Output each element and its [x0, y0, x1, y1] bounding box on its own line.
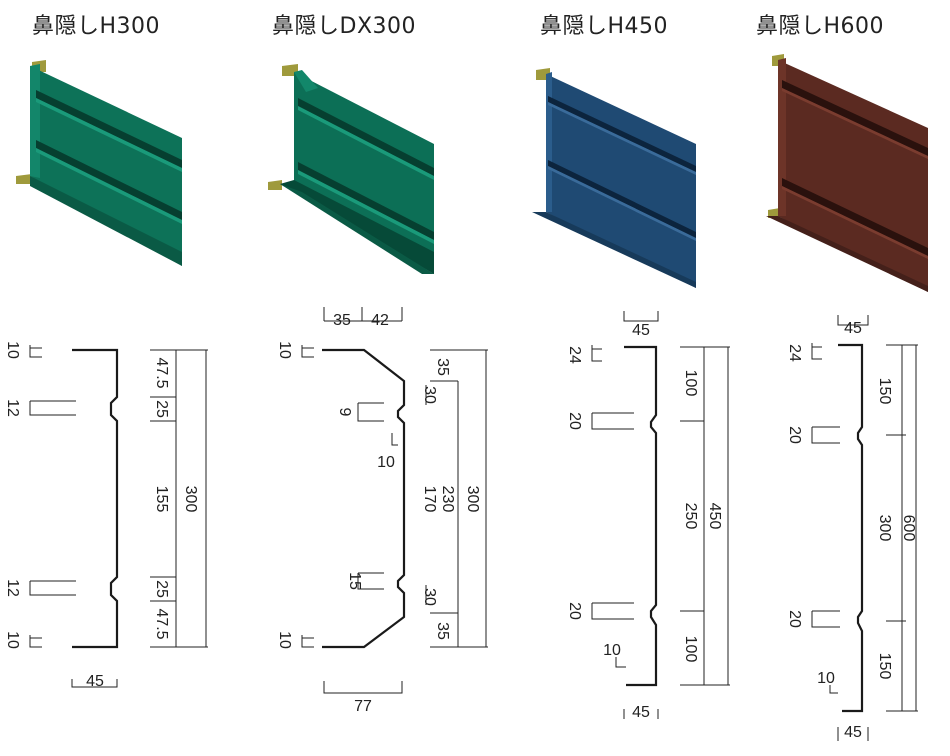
dim-width: 45: [86, 673, 104, 690]
dim-groove2: 20: [786, 610, 803, 628]
dim-groove-lower: 15: [346, 572, 363, 590]
dim-hem: 10: [817, 670, 835, 687]
section-dx300: 35 42 10 9 10 15 10 35 30 170 230 300 30…: [276, 307, 488, 715]
dim-top-tab: 24: [786, 344, 803, 362]
product-title-h300: 鼻隠しH300: [32, 14, 161, 39]
dim-seg-top: 100: [682, 370, 699, 397]
dim-seg-bottom: 150: [876, 653, 893, 680]
section-h600: 45 24 20 20 10 150 300 150 600 45: [786, 315, 918, 741]
dim-seg-top: 47.5: [153, 357, 170, 388]
dim-groove1: 12: [4, 399, 21, 417]
product-title-dx300: 鼻隠しDX300: [272, 14, 417, 39]
dim-seg-top: 150: [876, 378, 893, 405]
dim-bottom-width: 77: [354, 698, 372, 715]
product-title-h600: 鼻隠しH600: [756, 14, 885, 39]
dim-seg-groove2: 25: [153, 580, 170, 598]
dim-top-tab: 10: [4, 341, 21, 359]
dim-chamfer-bottom: 30: [421, 588, 438, 606]
dim-seg-bottom: 35: [434, 622, 451, 640]
dim-seg-mid: 300: [876, 515, 893, 542]
dim-mid: 230: [439, 486, 456, 513]
dim-seg-bottom: 100: [682, 636, 699, 663]
dim-bottom-width: 45: [632, 704, 650, 721]
dim-top-w2: 42: [371, 312, 389, 329]
panel-3d-h600: [766, 54, 928, 292]
dim-hem: 10: [603, 642, 621, 659]
dim-seg-top: 35: [434, 358, 451, 376]
dim-total: 600: [900, 515, 917, 542]
dim-seg-groove1: 25: [153, 400, 170, 418]
dim-seg-bottom: 47.5: [153, 608, 170, 639]
dim-total: 300: [182, 486, 199, 513]
dim-groove2: 12: [4, 579, 21, 597]
dim-top-tab: 24: [566, 346, 583, 364]
dim-total: 450: [706, 503, 723, 530]
dim-bottom-width: 45: [844, 724, 862, 741]
dim-step: 10: [377, 454, 395, 471]
dim-groove1: 20: [566, 412, 583, 430]
section-h300: 10 12 12 10 47.5 25 155 25 47.5 300 45: [4, 341, 208, 690]
section-h450: 45 24 20 20 10 100 250 100 450 45: [566, 311, 730, 721]
dim-seg-mid: 155: [153, 486, 170, 513]
dim-seg-mid: 250: [682, 503, 699, 530]
dim-chamfer-top: 30: [421, 386, 438, 404]
dim-top-width: 45: [632, 322, 650, 339]
product-title-h450: 鼻隠しH450: [540, 14, 669, 39]
dim-groove2: 20: [566, 602, 583, 620]
dim-bottom-tab: 10: [4, 631, 21, 649]
dim-groove-small: 9: [336, 408, 353, 417]
dim-top-w1: 35: [333, 312, 351, 329]
panel-3d-h300: [16, 60, 182, 266]
dim-groove1: 20: [786, 426, 803, 444]
panel-3d-dx300: [268, 64, 434, 274]
dim-inner: 170: [421, 486, 438, 513]
dim-top-width: 45: [844, 320, 862, 337]
dim-top-tab: 10: [276, 341, 293, 359]
dim-bottom-tab: 10: [276, 631, 293, 649]
dim-total: 300: [464, 486, 481, 513]
panel-3d-h450: [532, 68, 696, 288]
